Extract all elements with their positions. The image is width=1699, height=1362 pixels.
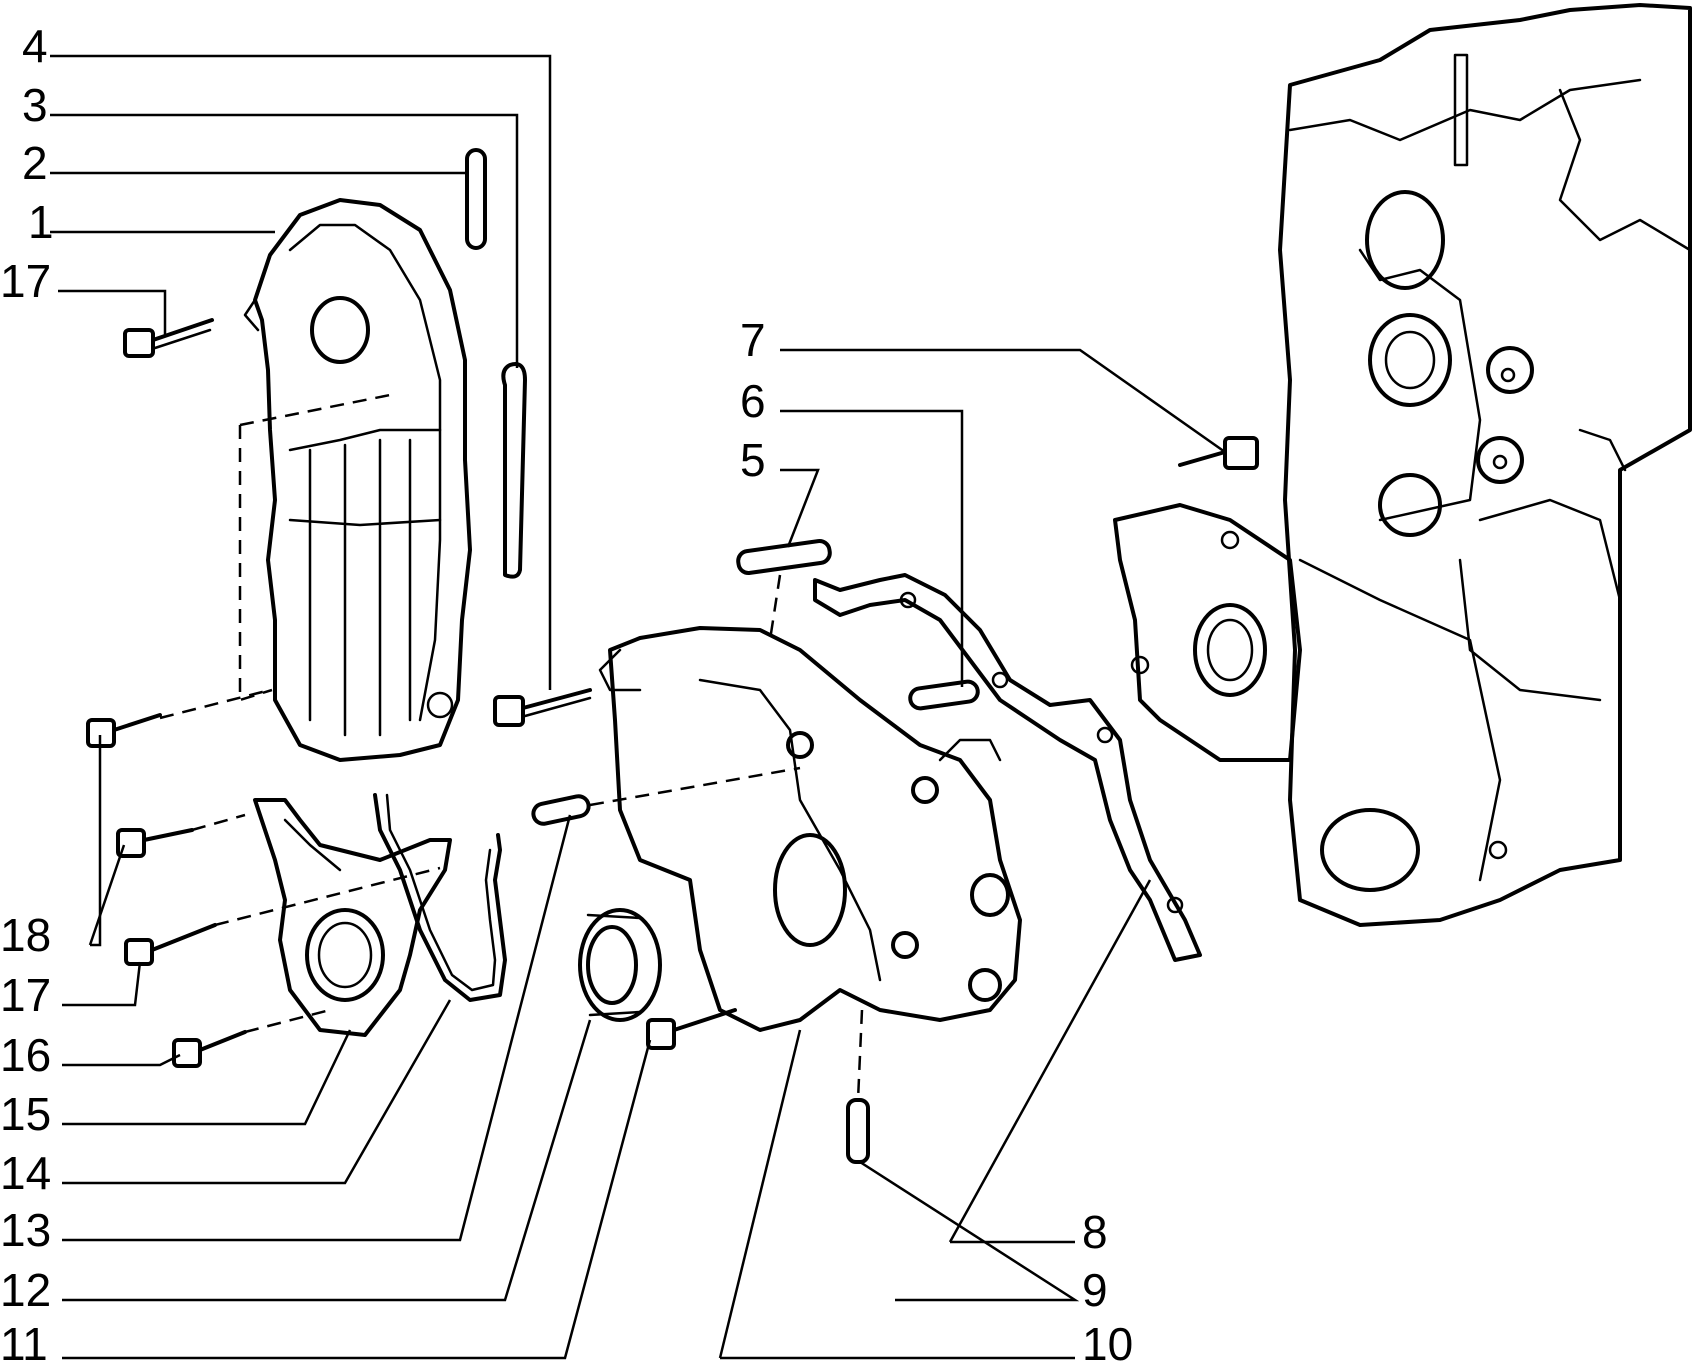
- callout-16: 16: [0, 1029, 51, 1081]
- crankshaft-oil-seal: [578, 908, 662, 1022]
- seal-strip-3: [501, 362, 527, 579]
- callout-10: 10: [1082, 1318, 1133, 1362]
- callout-11: 11: [0, 1318, 48, 1362]
- callout-12: 12: [0, 1264, 51, 1316]
- callout-4: 4: [22, 20, 48, 72]
- dowel-pin-5: [736, 538, 832, 576]
- callout-9: 9: [1082, 1264, 1108, 1316]
- bolt-11: [646, 1008, 737, 1050]
- front-cover-gasket: [813, 573, 1202, 962]
- callout-15: 15: [0, 1088, 51, 1140]
- engine-block: [1278, 3, 1692, 927]
- callout-13: 13: [0, 1204, 51, 1256]
- oil-pump-housing: [1113, 503, 1302, 762]
- callout-6: 6: [740, 375, 766, 427]
- stud-9: [846, 1098, 870, 1164]
- callout-5: 5: [740, 434, 766, 486]
- callout-1: 1: [28, 196, 54, 248]
- bolt-17-lower: [124, 923, 217, 966]
- dowel-pin-6: [908, 679, 980, 711]
- bolt-17-top: [123, 318, 214, 358]
- callout-17-lower: 17: [0, 969, 51, 1021]
- bolt-18: [116, 828, 194, 858]
- bolt-4: [493, 688, 592, 727]
- lower-cover-gasket: [373, 793, 507, 1002]
- lower-timing-cover: [253, 798, 452, 1037]
- callout-14: 14: [0, 1147, 51, 1199]
- bolt-7: [1178, 436, 1259, 470]
- upper-timing-cover: [243, 198, 472, 762]
- callout-3: 3: [22, 79, 48, 131]
- callout-labels: 4 3 2 1 17 7 6 5 18 17 16 15 14 13 12 11…: [0, 20, 1133, 1362]
- callout-2: 2: [22, 137, 48, 189]
- callout-7: 7: [740, 314, 766, 366]
- leader-lines: [50, 54, 1226, 1360]
- bolt-16: [172, 1030, 247, 1068]
- alignment-lines: [159, 393, 864, 1101]
- seal-strip-2: [465, 148, 487, 250]
- dowel-pin-13: [531, 794, 591, 826]
- callout-18: 18: [0, 909, 51, 961]
- front-cover-housing: [598, 626, 1022, 1032]
- callout-8: 8: [1082, 1206, 1108, 1258]
- callout-17-top: 17: [0, 255, 51, 307]
